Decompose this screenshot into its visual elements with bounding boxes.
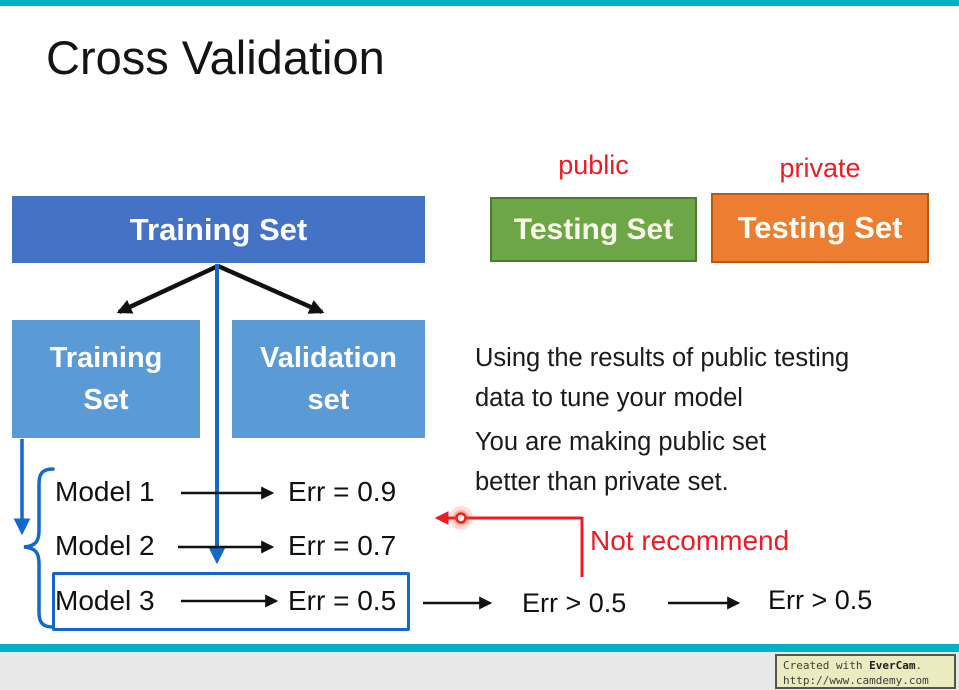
- model-2-label: Model 2: [55, 530, 155, 561]
- slide-title: Cross Validation: [46, 31, 385, 84]
- model-3-highlight-rect: [52, 572, 410, 631]
- model-row-1: Model 1 Err = 0.9: [55, 476, 415, 510]
- split-arrow-right-icon: [217, 263, 325, 315]
- note-public-tuning: Using the results of public testing data…: [475, 338, 955, 418]
- note-line: data to tune your model: [475, 384, 743, 412]
- err-public-label: Err > 0.5: [522, 588, 627, 618]
- split-arrow-left-icon: [116, 263, 219, 315]
- top-teal-bar: [0, 0, 959, 6]
- validation-subset-line2: set: [307, 384, 350, 416]
- laser-pointer-icon: [449, 506, 473, 530]
- bottom-teal-bar: [0, 644, 959, 652]
- note-public-better: You are making public set better than pr…: [475, 422, 955, 502]
- note-line: Using the results of public testing: [475, 344, 850, 372]
- public-tag: public: [558, 150, 629, 180]
- watermark-prefix: Created with: [783, 659, 870, 672]
- model-row-2: Model 2 Err = 0.7: [55, 530, 415, 564]
- validation-subset-line1: Validation: [260, 342, 397, 374]
- model-3-label: Model 3: [55, 585, 155, 616]
- private-tag: private: [779, 153, 861, 183]
- note-line: You are making public set: [475, 428, 767, 456]
- not-recommend-arrow-icon: [434, 511, 584, 577]
- err-private-label: Err > 0.5: [768, 585, 873, 615]
- models-brace-icon: [23, 467, 55, 629]
- training-subset-line1: Training: [49, 342, 163, 374]
- note-line: better than private set.: [475, 468, 729, 496]
- model-3-error: Err = 0.5: [288, 585, 397, 616]
- model-row-3: Model 3 Err = 0.5: [55, 585, 415, 619]
- watermark-suffix: .: [915, 659, 923, 672]
- private-testing-set-label: Testing Set: [737, 210, 903, 245]
- validation-subset-box: Validation set: [232, 320, 425, 438]
- training-set-box: Training Set: [12, 196, 425, 263]
- model-2-error: Err = 0.7: [288, 530, 397, 561]
- public-testing-set-label: Testing Set: [513, 212, 674, 246]
- private-testing-set-box: Testing Set: [711, 193, 929, 263]
- model-1-label: Model 1: [55, 476, 155, 507]
- model-1-error: Err = 0.9: [288, 476, 397, 507]
- not-recommend-label: Not recommend: [590, 525, 790, 556]
- training-subset-line2: Set: [83, 384, 129, 416]
- evercam-watermark: Created with EverCam. http://www.camdemy…: [775, 654, 956, 689]
- training-set-label: Training Set: [129, 211, 308, 247]
- public-testing-set-box: Testing Set: [490, 197, 697, 262]
- watermark-brand: EverCam: [869, 659, 916, 672]
- watermark-line1: Created with EverCam.: [783, 658, 954, 673]
- training-subset-box: Training Set: [12, 320, 200, 438]
- watermark-url: http://www.camdemy.com: [783, 674, 929, 687]
